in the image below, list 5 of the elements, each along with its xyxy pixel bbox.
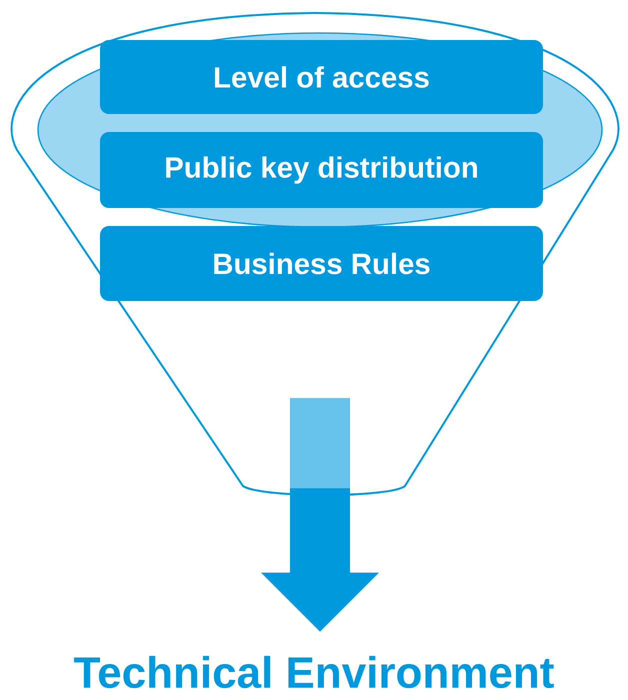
label-box: Public key distribution	[100, 132, 543, 208]
label-box: Business Rules	[100, 226, 543, 301]
label-box: Level of access	[100, 40, 543, 114]
block-arrow	[261, 398, 379, 632]
heading: Technical Environment	[74, 656, 554, 688]
